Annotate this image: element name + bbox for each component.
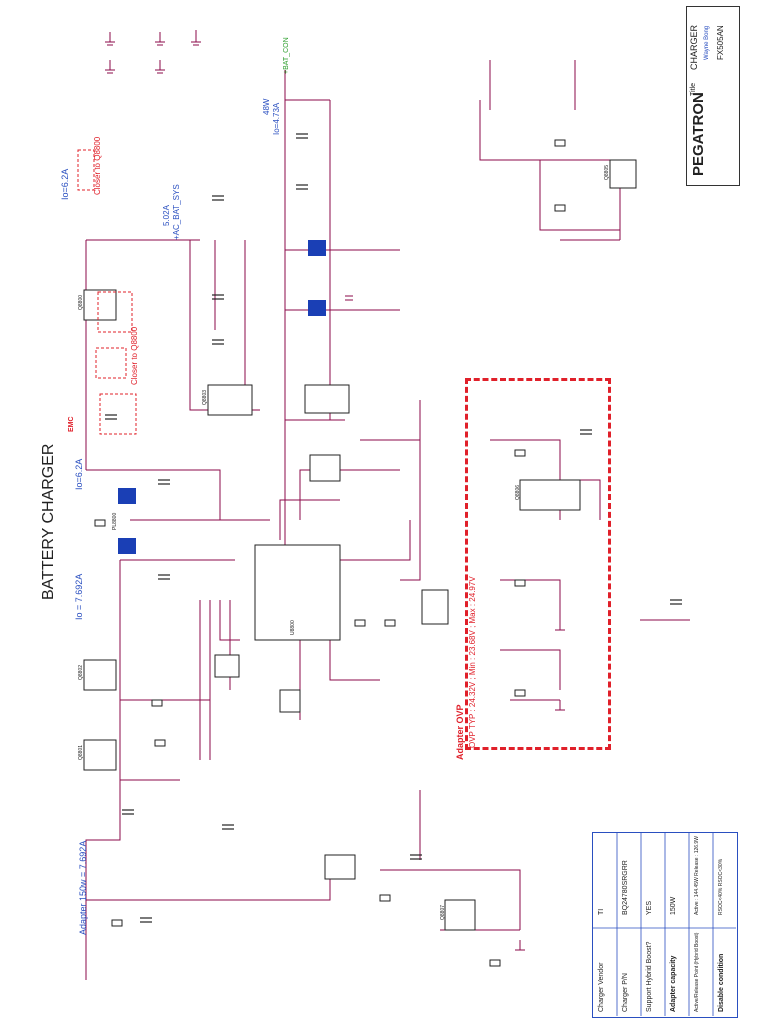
refdes-label: Q8800	[78, 294, 84, 310]
table-row-label: Adapter capacity	[670, 955, 677, 1012]
table-row-value: 150W	[670, 896, 677, 915]
project-name: FX505AN	[716, 25, 725, 60]
charger-info-table	[592, 832, 738, 1018]
table-row-value: TI	[598, 908, 605, 915]
refdes-label: Q8805	[604, 164, 610, 180]
title-label: Title	[690, 83, 697, 96]
sys-current-label: Io=6.2A	[74, 458, 84, 490]
table-row-label: Active/Release Point (Hybrid Boost)	[694, 932, 700, 1012]
table-row-value: BQ24780SRGRR	[622, 860, 629, 915]
table-row-label: Charger P/N	[622, 973, 629, 1012]
refdes-label: PL8800	[112, 512, 118, 530]
bat-con-label: +BAT_CON	[283, 37, 290, 74]
table-row-label: Disable condition	[718, 953, 725, 1012]
engineer-name: Wayne Bong	[704, 25, 710, 60]
table-row-label: Charger Vendor	[598, 962, 605, 1012]
adapter-ovp-region	[465, 378, 611, 750]
ac-bat-sys-label: +AC_BAT_SYS	[172, 184, 181, 240]
bat-power-label: 48W	[262, 98, 271, 115]
ac-bat-sys-current: 5.02A	[162, 205, 171, 226]
emc-label: EMC	[68, 416, 75, 432]
table-row-value: RSOC<40% RSOC<30%	[718, 858, 724, 915]
adapter-ovp-label: Adapter OVP	[455, 704, 465, 760]
sheet-title: CHARGER	[689, 24, 699, 70]
company-logo: PEGATRON	[690, 92, 707, 176]
refdes-label: Q8806	[515, 484, 521, 500]
title-block	[686, 6, 740, 186]
table-row-value: Active : 144.45W Release : 126.9W	[694, 836, 700, 915]
adapter-power-label: Adapter 150w = 7.692A	[78, 840, 88, 935]
refdes-label: Q8807	[440, 904, 446, 920]
table-row-label: Support Hybrid Boost?	[646, 941, 653, 1012]
bat-current-label: Io=4.73A	[272, 102, 281, 135]
table-row-value: YES	[646, 900, 653, 915]
closer-note-top: Closer to Q8800	[93, 136, 102, 195]
table-grid	[593, 833, 736, 1016]
refdes-label: Q8803	[202, 389, 208, 405]
input-current-label: Io = 7.692A	[74, 573, 84, 620]
charger-ic-refdes: U8800	[290, 620, 296, 635]
refdes-label: Q8801	[78, 744, 84, 760]
refdes-label: Q8802	[78, 664, 84, 680]
ovp-spec-label: OVP TYP : 24.32V ; Min : 23.68V ; Max : …	[468, 576, 477, 748]
closer-note: Closer to Q8800	[130, 326, 139, 385]
page-title: BATTERY CHARGER	[40, 443, 57, 600]
top-current-label: Io=6.2A	[60, 168, 70, 200]
